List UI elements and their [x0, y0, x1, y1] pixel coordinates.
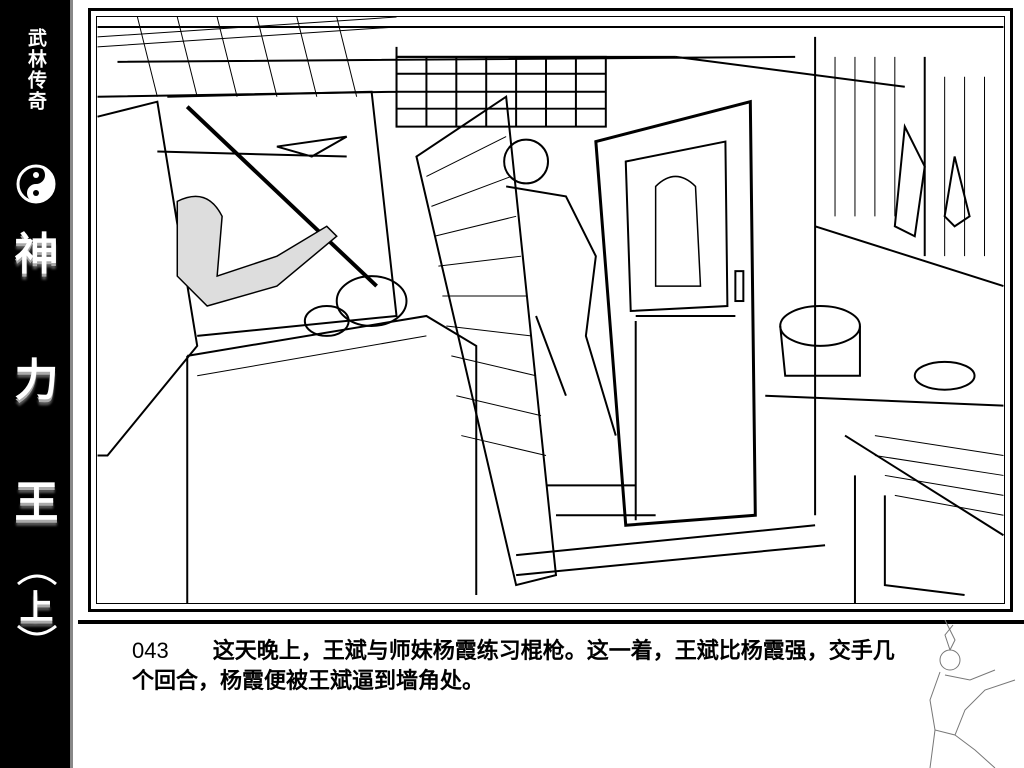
volume-brackets	[17, 574, 57, 636]
title-char-2: 力	[14, 355, 59, 406]
illustration-frame	[88, 8, 1013, 612]
caption-text: 这天晚上，王斌与师妹杨霞练习棍枪。这一着，王斌比杨霞强，交手几个回合，杨霞便被王…	[132, 638, 895, 694]
illustration	[96, 16, 1005, 604]
sidebar: 武林传奇 神 力 王 上	[0, 0, 73, 768]
page-number: 043	[132, 638, 169, 663]
volume-label: 上	[19, 588, 54, 628]
series-title: 武林传奇	[25, 28, 47, 112]
title-char-1: 神	[14, 229, 59, 280]
yin-yang-icon	[16, 164, 56, 204]
martial-artist-figure	[929, 620, 1016, 768]
caption-divider	[78, 620, 1024, 624]
title-char-3: 王	[14, 477, 59, 528]
